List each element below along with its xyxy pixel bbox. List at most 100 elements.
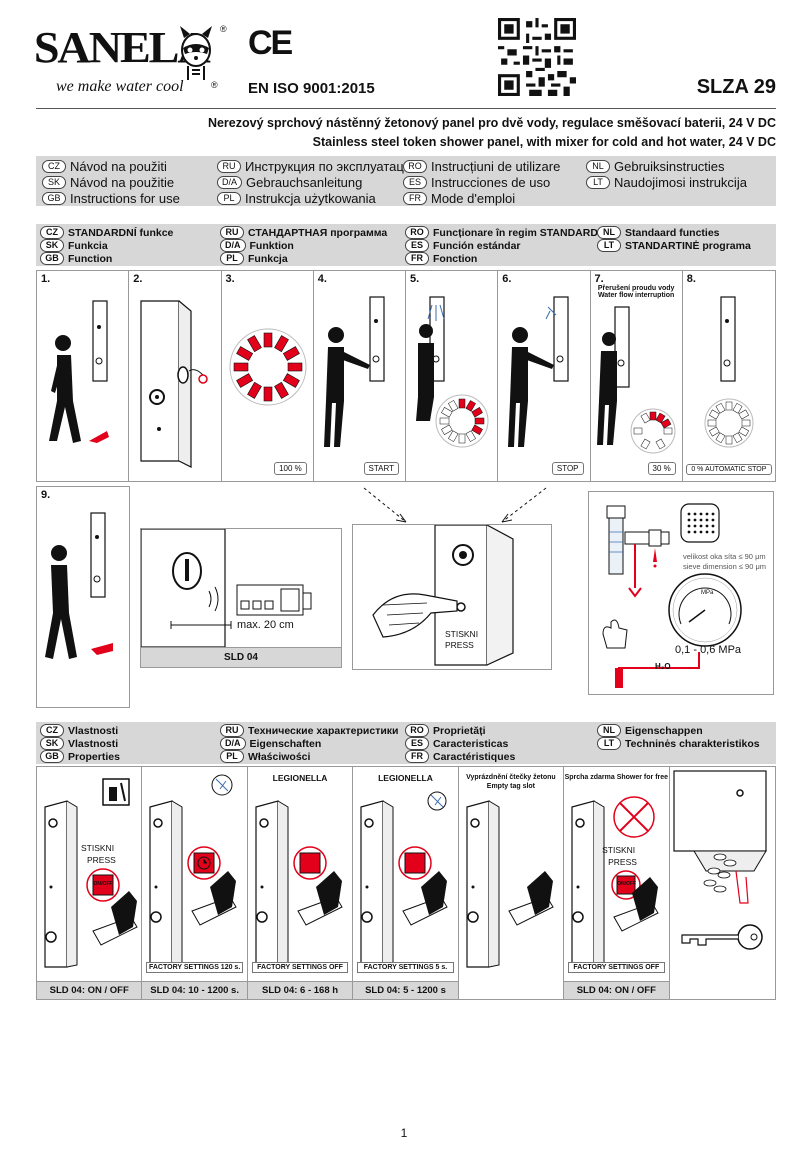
step-status-tag: STOP xyxy=(551,462,584,475)
raccoon-mascot-icon xyxy=(180,26,212,80)
sld-setting: SLD 04: ON / OFF xyxy=(564,981,669,999)
flow-gauge-full-icon xyxy=(229,328,306,406)
step-number: 3. xyxy=(225,273,235,285)
step-8: 8. 0 % AUTOMATIC STOP xyxy=(683,271,775,481)
step-5: 5. xyxy=(406,271,499,481)
sld-setting: SLD 04: 5 - 1200 s xyxy=(353,981,458,999)
sld-setting: SLD 04: 10 - 1200 s. xyxy=(142,981,247,999)
filter-gauge-icon xyxy=(602,503,742,688)
property-legionella-duration: LEGIONELLA FACTORY SETTINGS 5 s. SLD 04:… xyxy=(353,767,459,999)
step-status-tag: 30 % xyxy=(647,462,676,475)
step-status-tag: 0 % AUTOMATIC STOP xyxy=(685,464,772,475)
subtitle-cz: Nerezový sprchový nástěnný žetonový pane… xyxy=(207,116,776,130)
step-3: 3. 100 % xyxy=(222,271,314,481)
person-walking-away-icon xyxy=(45,512,113,659)
press-label-en: PRESS xyxy=(87,855,116,865)
sld-label: SLD 04 xyxy=(141,647,341,667)
person-walking-icon xyxy=(49,300,109,443)
panel-sensor-detail-icon xyxy=(140,300,208,468)
step-number: 7. xyxy=(594,273,604,285)
step-caption: Přerušení proudu vody Water flow interru… xyxy=(597,285,675,299)
document-header: SANELA ® we make water cool ® CE EN ISO … xyxy=(34,14,776,110)
step-number: 8. xyxy=(686,273,696,285)
step-status-tag: 100 % xyxy=(274,462,307,475)
property-legionella-interval: LEGIONELLA FACTORY SETTINGS OFF SLD 04: … xyxy=(247,767,354,999)
factory-setting: FACTORY SETTINGS 5 s. xyxy=(357,962,454,973)
property-title: Sprcha zdarma Shower for free xyxy=(564,774,669,781)
step-2: 2. xyxy=(129,271,222,481)
sld04-programmer-panel: max. 20 cm SLD 04 xyxy=(140,528,342,668)
sld-setting: SLD 04: ON / OFF xyxy=(37,981,142,999)
sieve-size-note: velikost oka síta ≤ 90 μm sieve dimensio… xyxy=(683,552,766,572)
onoff-button: ON/OFF xyxy=(617,881,636,887)
property-free-shower: Sprcha zdarma Shower for free STISKNI PR… xyxy=(564,767,670,999)
person-standing-icon xyxy=(323,296,385,447)
step-status-tag: START xyxy=(363,462,399,475)
press-label-en: PRESS xyxy=(445,640,474,650)
property-title: LEGIONELLA xyxy=(272,773,328,783)
step-4: 4. START xyxy=(314,271,406,481)
press-label-en: PRESS xyxy=(608,857,637,867)
onoff-button: ON/OFF xyxy=(93,881,113,887)
property-shower-time: FACTORY SETTINGS 120 s. SLD 04: 10 - 120… xyxy=(142,767,248,999)
panel-legionella-timer-icon xyxy=(360,791,448,968)
panel-free-shower-icon xyxy=(571,796,659,968)
press-label-cz: STISKNI xyxy=(81,843,115,853)
function-steps: 1. 2. xyxy=(36,270,776,482)
step-number: 1. xyxy=(41,273,51,285)
step-6: 6. STOP xyxy=(498,271,591,481)
sieve-note-en: sieve dimension ≤ 90 μm xyxy=(683,562,767,571)
page-number: 1 xyxy=(400,1126,408,1140)
sld-setting: SLD 04: 6 - 168 h xyxy=(247,981,353,999)
brand-tagline: we make water cool xyxy=(56,78,184,95)
step-9: 9. xyxy=(36,486,130,708)
registered-mark: ® xyxy=(211,80,218,90)
water-filter-pressure-panel: MPa velikost oka síta ≤ 90 μm sieve dime… xyxy=(588,491,774,695)
panel-onoff-icon xyxy=(44,778,138,968)
sld04-remote-icon xyxy=(140,528,312,648)
header-divider xyxy=(36,108,776,109)
iso-certification: EN ISO 9001:2015 xyxy=(248,80,375,97)
pressure-range: 0,1 - 0,6 MPa xyxy=(675,644,742,656)
property-title: Vyprázdnění čtečky žetonu Empty tag slot xyxy=(466,774,556,790)
subtitle-en: Stainless steel token shower panel, with… xyxy=(312,135,776,149)
property-title: LEGIONELLA xyxy=(378,773,433,783)
gauge-unit: MPa xyxy=(701,590,714,596)
step-number: 5. xyxy=(410,273,420,285)
step-number: 2. xyxy=(133,273,143,285)
person-standing-icon xyxy=(508,296,569,447)
factory-setting: FACTORY SETTINGS OFF xyxy=(251,962,349,973)
step-number: 6. xyxy=(502,273,512,285)
panel-legionella-icon xyxy=(255,800,343,968)
step-number: 9. xyxy=(41,489,51,501)
